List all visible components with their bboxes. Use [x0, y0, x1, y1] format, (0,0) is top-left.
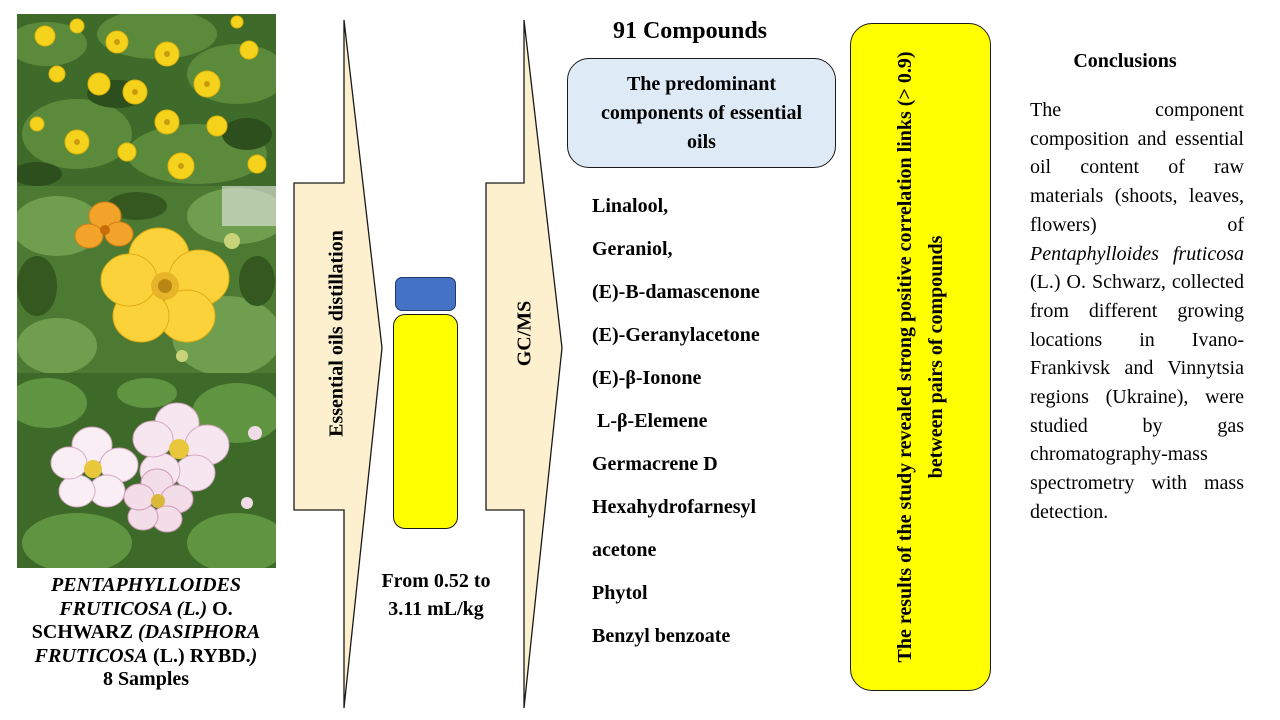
- species-line3-a: SCHWARZ: [31, 621, 138, 643]
- list-item: (E)-B-damascenone: [592, 281, 760, 303]
- list-item: Benzyl benzoate: [592, 625, 731, 647]
- list-item: acetone: [592, 539, 657, 561]
- species-line2-rest: O.: [207, 597, 233, 620]
- compounds-count: 91 Compounds: [612, 18, 768, 44]
- list-item: Hexahydrofarnesyl: [592, 496, 757, 518]
- vial-cap: [395, 277, 456, 311]
- species-line2-italic: FRUTICOSA (L.): [59, 597, 208, 620]
- list-item: Phytol: [592, 582, 648, 604]
- conclusions-text: The component composition and essential …: [1030, 96, 1244, 527]
- yield-line1: From 0.52 to: [381, 570, 491, 592]
- conclusions-text-b: (L.) O. Schwarz, collected from differen…: [1030, 271, 1244, 523]
- conclusions-title: Conclusions: [1073, 50, 1177, 72]
- distillation-arrow: [293, 19, 383, 709]
- species-line4-italic1: FRUTICOSA: [34, 644, 149, 667]
- oil-yield: From 0.52 to 3.11 mL/kg: [362, 567, 510, 623]
- species-line3-italic: (DASIPHORA: [137, 621, 261, 643]
- photo-pink-flowers: [17, 373, 276, 568]
- predominant-box: The predominant components of essential …: [567, 58, 836, 168]
- gcms-arrow: [485, 19, 563, 709]
- results-box: The results of the study revealed strong…: [850, 23, 991, 691]
- conclusions-text-italic: Pentaphylloides fruticosa: [1030, 242, 1244, 265]
- distillation-label: Essential oils distillation: [325, 230, 348, 437]
- list-item: (E)-β-Ionone: [592, 367, 702, 389]
- species-line4-italic2: ): [250, 644, 258, 667]
- photo-shrub-yellow: [17, 14, 276, 186]
- vial-body: [393, 314, 458, 529]
- sample-count: 8 Samples: [102, 668, 190, 690]
- gcms-label: GC/MS: [513, 300, 536, 367]
- yield-line2: 3.11 mL/kg: [388, 598, 484, 620]
- conclusions-text-a: The component composition and essential …: [1030, 99, 1244, 236]
- component-list: Linalool, Geraniol, (E)-B-damascenone (E…: [592, 190, 852, 663]
- list-item: Geraniol,: [592, 238, 673, 260]
- list-item: Linalool,: [592, 195, 669, 217]
- species-line1: PENTAPHYLLOIDES: [50, 574, 241, 596]
- results-text: The results of the study revealed strong…: [893, 51, 947, 663]
- species-line4-mid: (L.) RYBD.: [148, 644, 251, 667]
- list-item: (E)-Geranylacetone: [592, 324, 760, 346]
- species-caption: PENTAPHYLLOIDES FRUTICOSA (L.) O. SCHWAR…: [0, 574, 292, 692]
- list-item: L-β-Elemene: [592, 410, 708, 432]
- list-item: Germacrene D: [592, 453, 718, 475]
- photo-yellow-flower: [17, 186, 276, 373]
